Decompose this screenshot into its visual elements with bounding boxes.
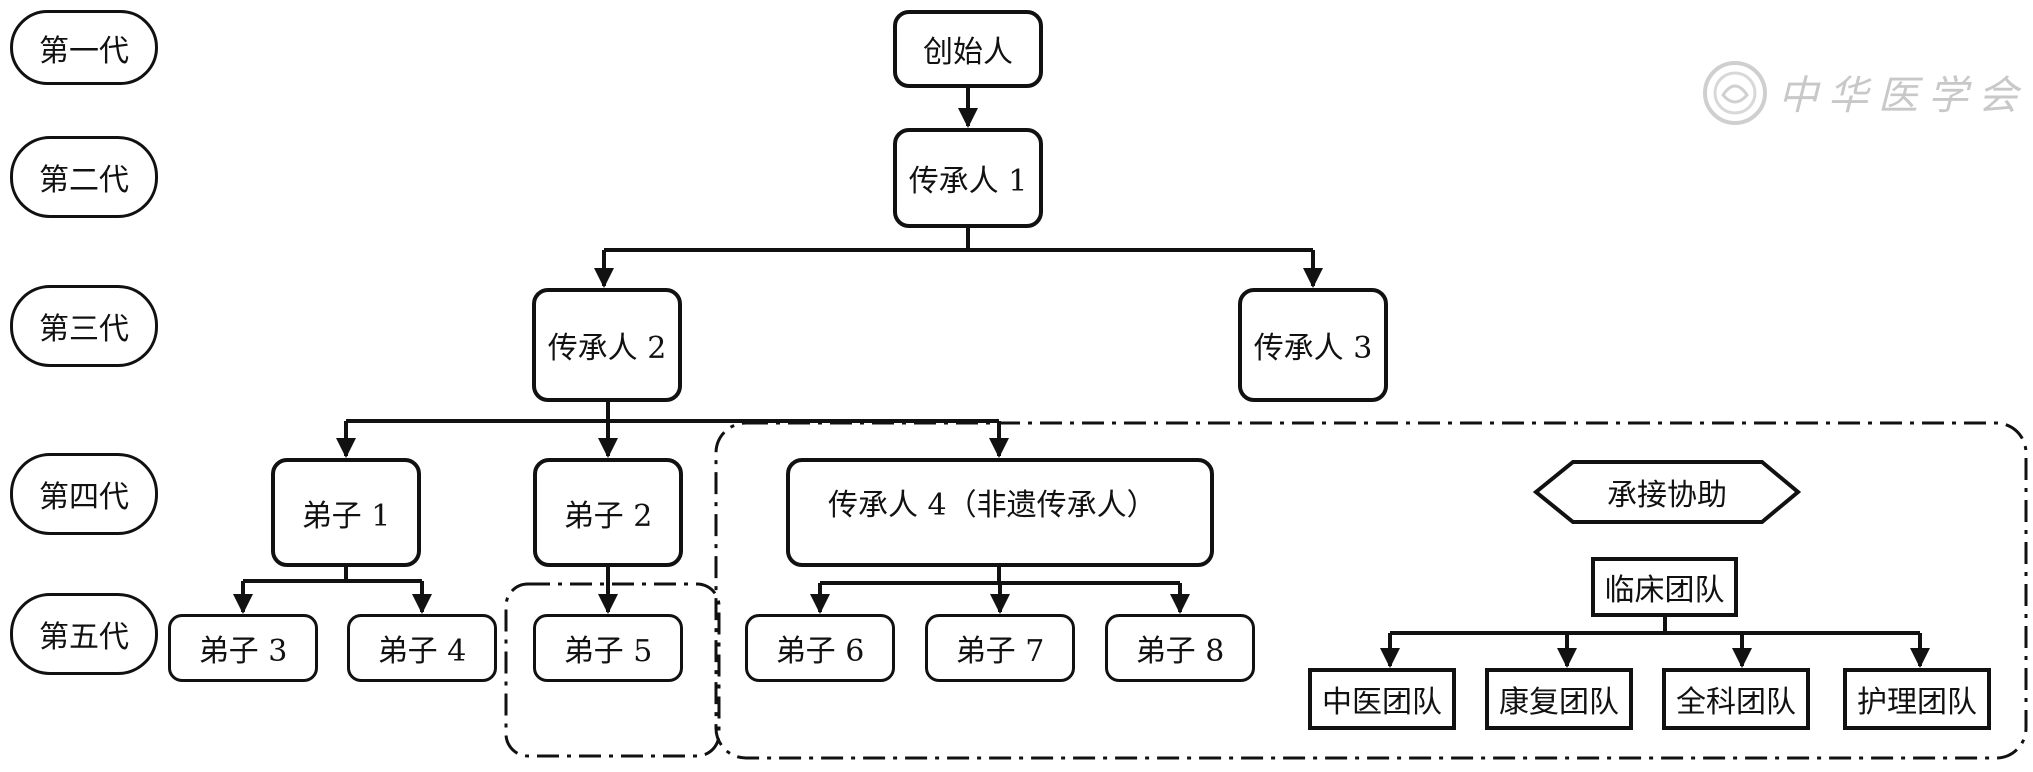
dashed-group-disciple5 [504,582,721,758]
node-team-general: 全科团队 [1662,668,1810,730]
node-disciple5: 弟子 5 [533,614,683,682]
edge-disciple1-split [241,567,424,600]
node-disciple1: 弟子 1 [271,458,421,567]
node-heir4: 传承人 4（非遗传承人） [786,458,1214,567]
node-disciple7: 弟子 7 [925,614,1075,682]
watermark-text: 中华医学会 [1778,73,2028,119]
edge-heir4-split [818,567,1182,600]
node-disciple4: 弟子 4 [347,614,497,682]
node-heir3: 传承人 3 [1238,288,1388,402]
generation-label-4: 第四代 [10,453,158,535]
generation-label-2: 第二代 [10,136,158,218]
node-team-rehab: 康复团队 [1485,668,1633,730]
generation-label-3: 第三代 [10,285,158,367]
node-founder: 创始人 [893,10,1043,88]
node-disciple6: 弟子 6 [745,614,895,682]
watermark-logo-icon [1703,61,1767,125]
node-disciple2: 弟子 2 [533,458,683,567]
node-team-tcm: 中医团队 [1308,668,1456,730]
edge-heir1-split [602,228,1315,284]
dashed-group-heir4 [714,421,2028,760]
edge-clinical-split [1388,617,1922,650]
node-team-nursing: 护理团队 [1843,668,1991,730]
generation-label-5: 第五代 [10,593,158,675]
edge-heir2-split [344,402,1001,445]
node-heir1: 传承人 1 [893,128,1043,228]
generation-label-1: 第一代 [10,10,158,85]
node-clinical-team: 临床团队 [1591,557,1738,617]
hexagon-support [1532,460,1802,524]
node-heir2: 传承人 2 [532,288,682,402]
node-disciple3: 弟子 3 [168,614,318,682]
node-disciple8: 弟子 8 [1105,614,1255,682]
support-label: 承接协助 [1607,478,1727,513]
